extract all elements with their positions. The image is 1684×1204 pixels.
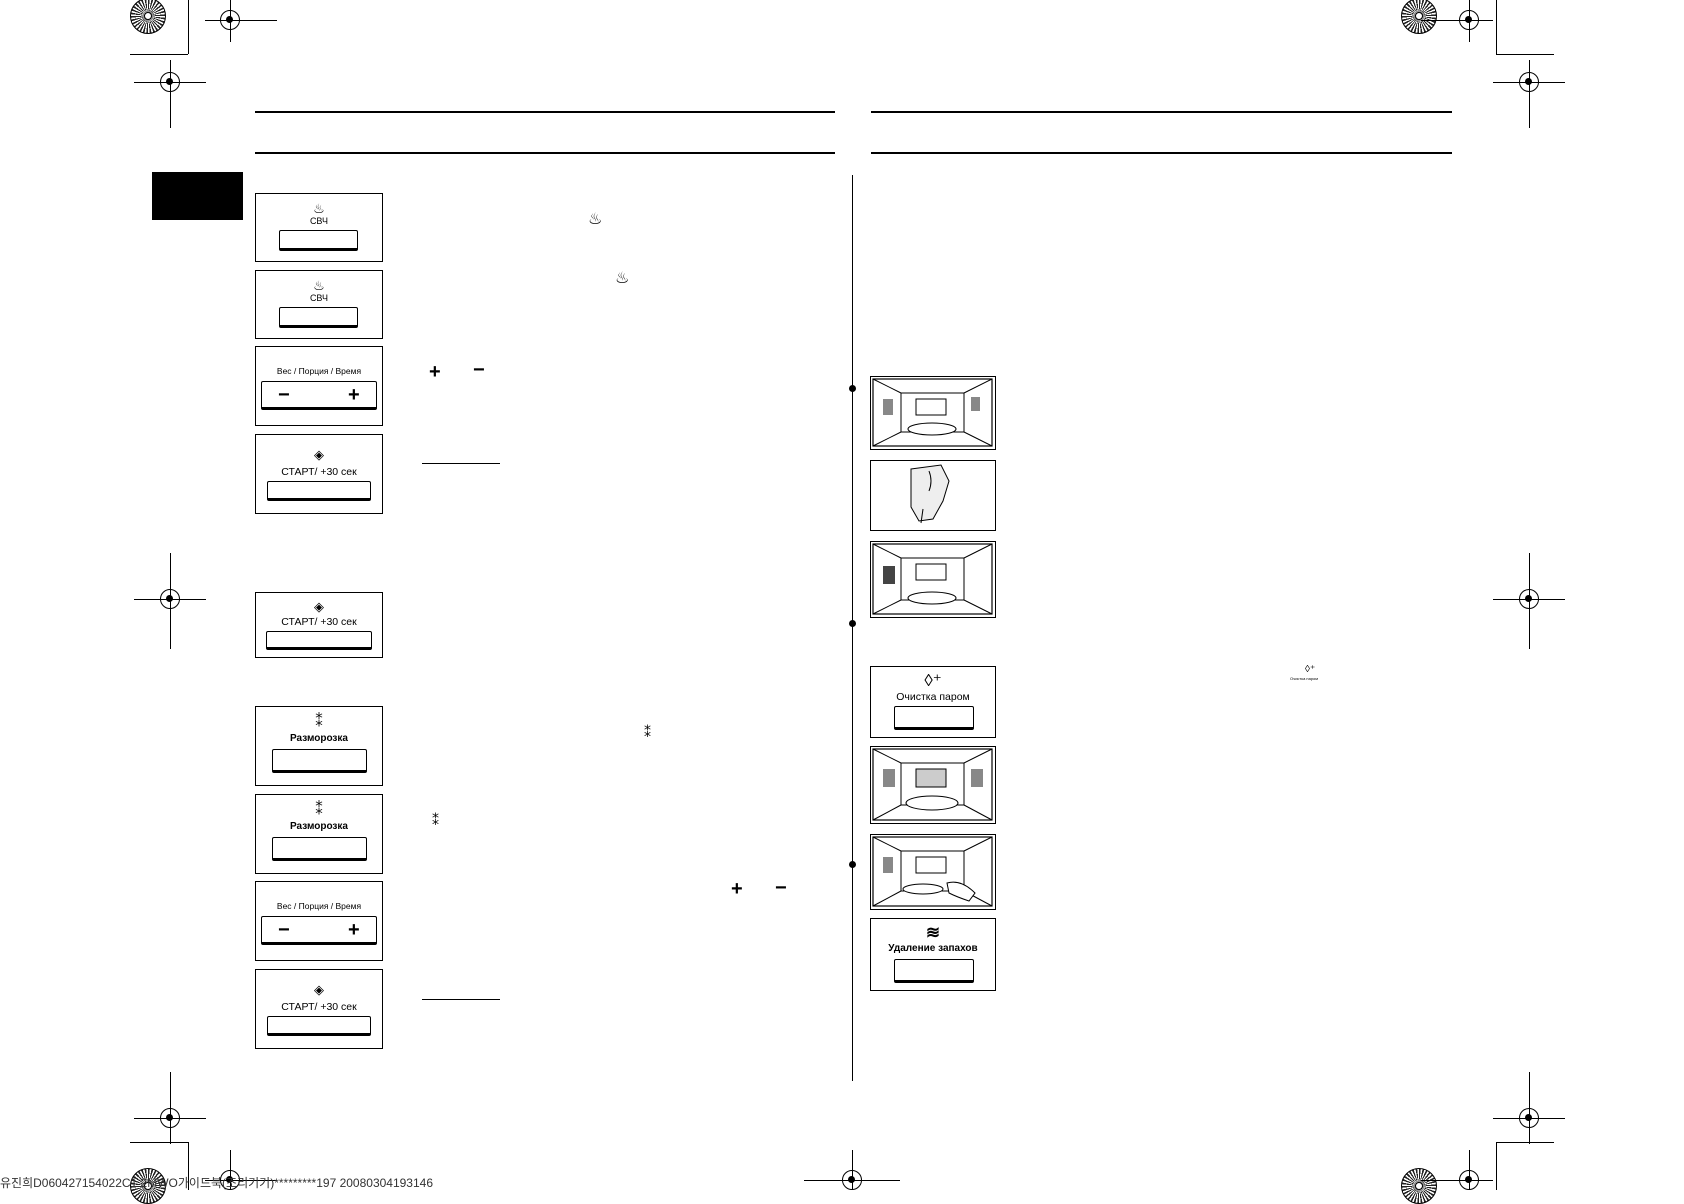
microwave-waves-icon: ♨ <box>313 201 325 216</box>
defrost-button-panel: ⁑ Разморозка <box>255 706 383 786</box>
underline-rule <box>422 463 500 464</box>
defrost-snowflake-icon: ⁑ <box>315 713 323 730</box>
crop-line <box>188 0 189 54</box>
print-footer: 유진희D060427154022C1 2MWO가이드북(조리기기)*******… <box>0 1176 434 1190</box>
underline-rule <box>422 999 500 1000</box>
divider-bullet <box>849 620 856 627</box>
minus-icon[interactable]: − <box>278 384 290 406</box>
divider-bullet <box>849 861 856 868</box>
start-button[interactable] <box>267 1016 371 1036</box>
header-rule-left-top <box>255 111 835 113</box>
panel-label: Вес / Порция / Время <box>276 901 362 911</box>
panel-label: СВЧ <box>309 293 329 303</box>
panel-label: Вес / Порция / Время <box>276 366 362 376</box>
panel-label: СТАРТ/ +30 сек <box>281 466 357 478</box>
weight-portion-time-panel: Вес / Порция / Время − + <box>255 881 383 961</box>
microwave-button-panel: ♨ СВЧ <box>255 193 383 262</box>
registration-sun-top-right <box>1401 0 1437 34</box>
header-rule-right-top <box>871 111 1452 113</box>
plus-icon[interactable]: + <box>348 919 360 941</box>
defrost-snowflake-icon: ⁑ <box>644 724 651 740</box>
minus-icon: − <box>473 359 485 381</box>
panel-label: СВЧ <box>309 216 329 226</box>
crop-line <box>188 1142 189 1190</box>
panel-label: Удаление запахов <box>888 943 978 954</box>
oven-interior-illustration <box>870 746 996 824</box>
defrost-snowflake-icon: ⁑ <box>315 801 323 818</box>
crop-line <box>1496 1142 1497 1190</box>
crop-line <box>130 54 188 55</box>
start-button-panel: ◈ СТАРТ/ +30 сек <box>255 969 383 1049</box>
start-button[interactable] <box>267 481 371 501</box>
defrost-button[interactable] <box>272 837 367 861</box>
microwave-waves-icon: ♨ <box>313 278 325 293</box>
microwave-waves-icon: ♨ <box>615 270 630 287</box>
start-button-panel: ◈ СТАРТ/ +30 сек <box>255 592 383 658</box>
odor-removal-button[interactable] <box>894 959 974 983</box>
steam-clean-small-label: Очистка паром <box>1290 676 1319 681</box>
column-divider <box>852 175 853 1081</box>
language-tab <box>152 172 243 220</box>
defrost-button-panel: ⁑ Разморозка <box>255 794 383 874</box>
plus-icon: + <box>429 361 441 383</box>
weight-portion-time-stepper[interactable] <box>261 916 377 945</box>
minus-icon[interactable]: − <box>278 919 290 941</box>
microwave-button[interactable] <box>279 230 358 251</box>
microwave-button[interactable] <box>279 307 358 328</box>
odor-removal-button-panel: ≋ Удаление запахов <box>870 918 996 991</box>
steam-drop-icon: ◊⁺ <box>1305 664 1316 675</box>
crop-line <box>1496 1142 1554 1143</box>
start-diamond-icon: ◈ <box>314 447 324 462</box>
registration-sun-bottom-right <box>1401 1168 1437 1204</box>
steam-drop-icon: ◊⁺ <box>924 671 942 690</box>
oven-cleaning-hand-illustration <box>870 834 996 910</box>
oven-interior-illustration <box>870 541 996 618</box>
panel-label: Разморозка <box>290 733 348 744</box>
microwave-waves-icon: ♨ <box>588 211 603 228</box>
minus-icon: − <box>775 877 787 899</box>
header-rule-right-bottom <box>871 152 1452 154</box>
cleaning-cloth-illustration <box>870 460 996 531</box>
defrost-button[interactable] <box>272 749 367 773</box>
panel-label: Разморозка <box>290 821 348 832</box>
registration-sun-top-left <box>130 0 166 34</box>
odor-removal-icon: ≋ <box>925 923 941 942</box>
divider-bullet <box>849 385 856 392</box>
start-button[interactable] <box>266 631 372 650</box>
plus-icon: + <box>731 878 743 900</box>
header-rule-left-bottom <box>255 152 835 154</box>
panel-label: Очистка паром <box>896 691 970 703</box>
crop-line <box>1496 54 1554 55</box>
plus-icon[interactable]: + <box>348 384 360 406</box>
oven-interior-illustration <box>870 376 996 450</box>
start-diamond-icon: ◈ <box>314 599 324 614</box>
defrost-snowflake-icon: ⁑ <box>432 812 439 828</box>
panel-label: СТАРТ/ +30 сек <box>281 1001 357 1013</box>
panel-label: СТАРТ/ +30 сек <box>281 616 357 628</box>
microwave-button-panel: ♨ СВЧ <box>255 270 383 339</box>
crop-line <box>1496 0 1497 54</box>
steam-clean-button-panel: ◊⁺ Очистка паром <box>870 666 996 738</box>
crop-line <box>130 1142 188 1143</box>
steam-clean-button[interactable] <box>894 706 974 730</box>
weight-portion-time-panel: Вес / Порция / Время − + <box>255 346 383 426</box>
weight-portion-time-stepper[interactable] <box>261 381 377 410</box>
start-diamond-icon: ◈ <box>314 982 324 997</box>
start-button-panel: ◈ СТАРТ/ +30 сек <box>255 434 383 514</box>
